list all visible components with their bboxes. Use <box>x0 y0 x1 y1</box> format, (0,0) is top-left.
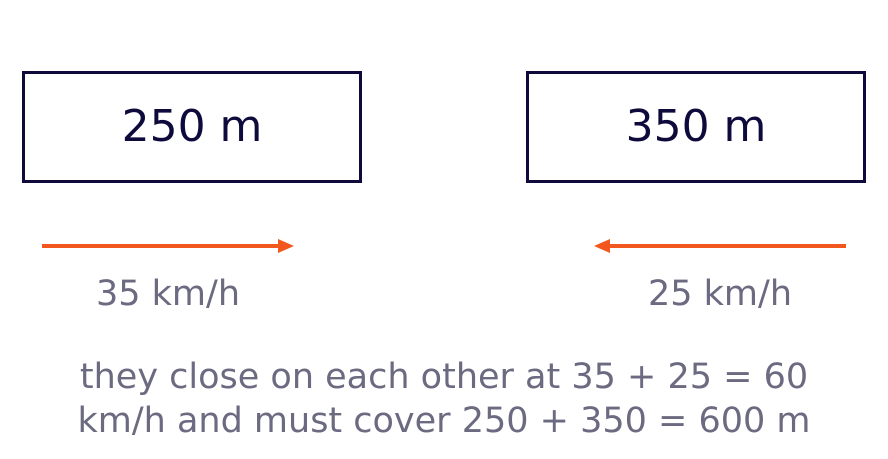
train-b-direction-arrow <box>594 239 846 253</box>
caption-line-1: they close on each other at 35 + 25 = 60 <box>79 357 809 397</box>
train-a-direction-arrow <box>42 239 294 253</box>
train-b-length: 350 m <box>625 101 767 152</box>
train-a-length: 250 m <box>121 101 263 152</box>
train-a-box: 250 m <box>22 71 362 183</box>
train-b-speed: 25 km/h <box>648 274 792 314</box>
caption-line-2: km/h and must cover 250 + 350 = 600 m <box>77 401 811 441</box>
explanation-caption: they close on each other at 35 + 25 = 60… <box>0 355 888 443</box>
train-a-arrowhead <box>278 239 294 253</box>
train-b-box: 350 m <box>526 71 866 183</box>
train-b-arrowhead <box>594 239 610 253</box>
train-a-speed: 35 km/h <box>96 274 240 314</box>
